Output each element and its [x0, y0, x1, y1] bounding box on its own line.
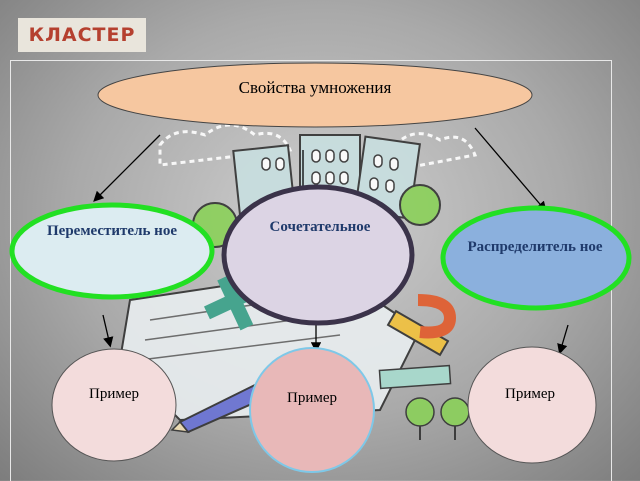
title-ellipse	[97, 62, 533, 128]
arrow-to-distributive	[474, 127, 547, 212]
arrow-to-example-right	[557, 324, 569, 355]
diagram-title: Свойства умножения	[238, 78, 392, 97]
distributive-label: Распределитель ное	[467, 239, 603, 255]
arrow-to-commutative	[93, 134, 161, 202]
example-center-circle	[249, 347, 375, 473]
arrow-to-example-left	[102, 314, 114, 348]
commutative-ellipse	[9, 202, 215, 300]
example-left-circle	[51, 348, 177, 462]
commutative-label: Переместитель ное	[47, 223, 177, 239]
distributive-ellipse	[440, 205, 632, 311]
associative-label: Сочетательное	[269, 219, 371, 235]
associative-circle	[221, 184, 415, 326]
example-center-label: Пример	[286, 390, 337, 406]
example-left-label: Пример	[88, 386, 139, 402]
example-right-label: Пример	[504, 386, 555, 402]
example-right-circle	[467, 346, 597, 464]
page-badge: КЛАСТЕР	[18, 18, 146, 52]
